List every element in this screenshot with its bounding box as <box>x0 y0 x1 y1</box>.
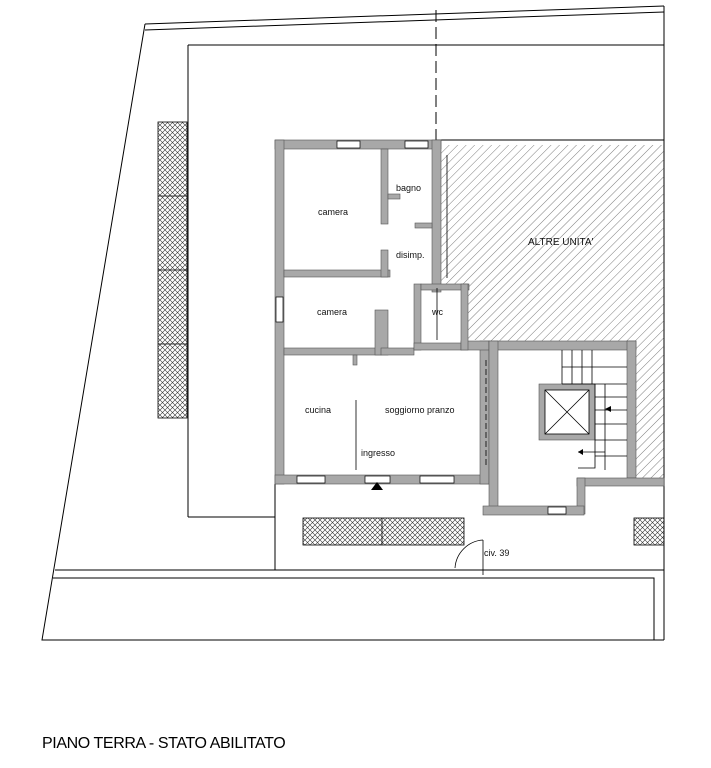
hedge-strips <box>157 121 665 546</box>
room-label-cucina: cucina <box>305 405 331 415</box>
plan-details <box>355 155 627 575</box>
room-label-bagno: bagno <box>396 183 421 193</box>
window-openings <box>275 140 567 515</box>
site-boundary <box>41 5 665 641</box>
stair-arrow-2 <box>578 449 583 455</box>
entrance-arrow <box>371 482 383 490</box>
other-units-label: ALTRE UNITA' <box>528 237 594 248</box>
room-label-camera-2: camera <box>317 307 347 317</box>
room-label-camera-1: camera <box>318 207 348 217</box>
stair-arrow-1 <box>605 406 611 412</box>
other-units-area <box>440 145 664 478</box>
room-label-soggiorno: soggiorno pranzo <box>385 405 455 415</box>
drawing-caption: PIANO TERRA - STATO ABILITATO <box>42 735 286 752</box>
room-label-ingresso: ingresso <box>361 448 395 458</box>
room-label-wc: wc <box>431 307 443 317</box>
room-label-disimpegno: disimp. <box>396 250 425 260</box>
civic-number-label: civ. 39 <box>484 548 509 558</box>
